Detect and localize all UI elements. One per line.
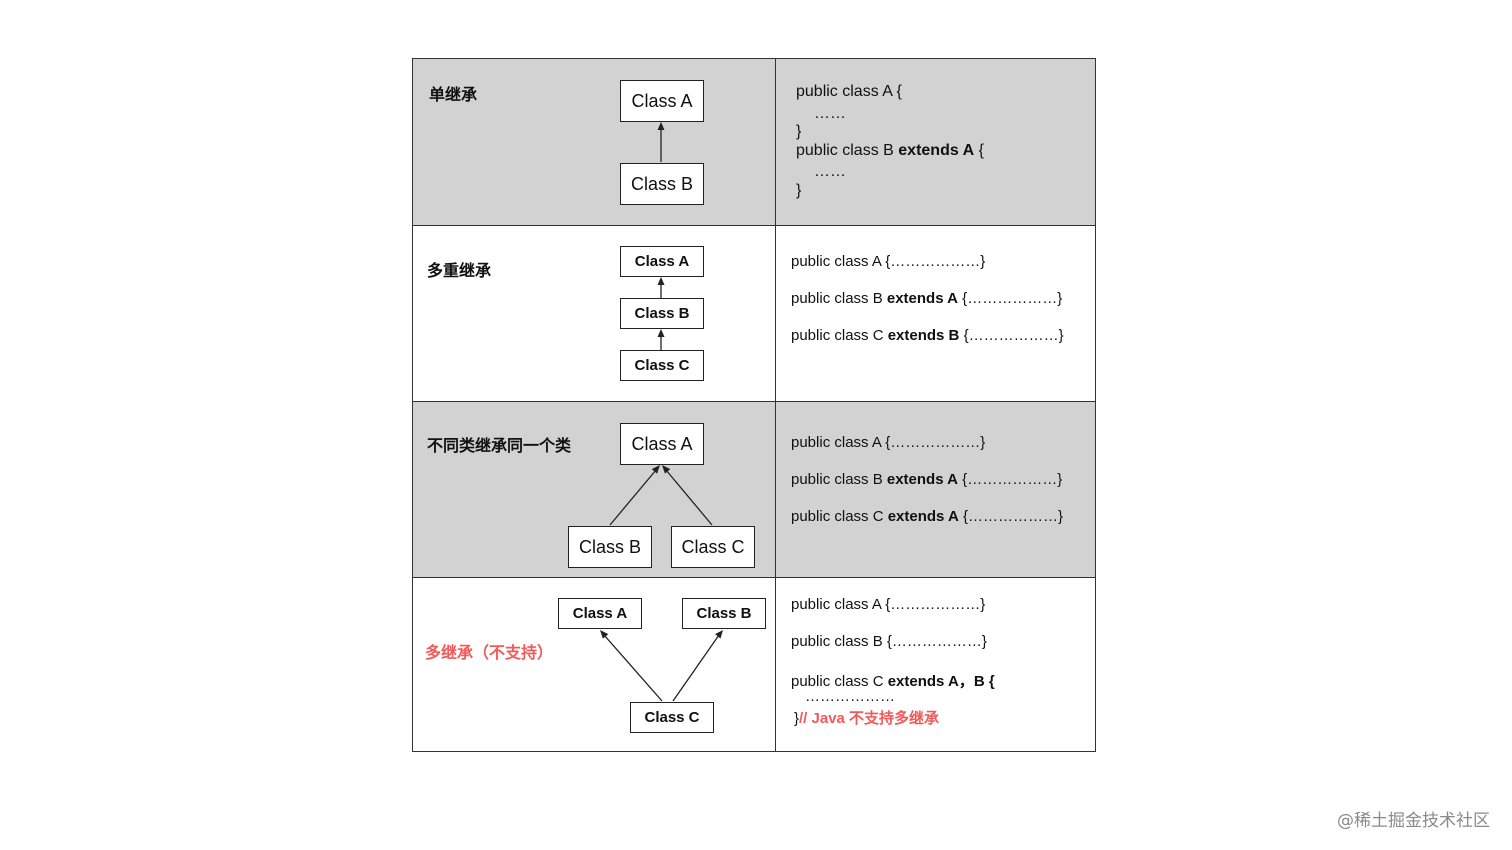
arrow-c-to-b [672,634,720,702]
code-line: public class B extends A { [796,142,984,159]
class-c-box: Class C [671,526,755,568]
class-c-box: Class C [630,702,714,733]
column-divider [775,59,776,225]
class-c-box: Class C [620,350,704,381]
arrow-c-to-a [665,469,713,526]
class-a-box: Class A [620,246,704,277]
code-line: public class A {………………} [791,596,986,613]
code-line: ……………… [805,688,895,705]
row-title: 多继承（不支持） [425,645,554,662]
code-line: }// Java 不支持多继承 [794,710,940,727]
class-b-box: Class B [682,598,766,629]
code-line: public class C extends B {………………} [791,327,1064,344]
code-line: } [796,123,802,140]
code-line: …… [814,105,846,122]
java-unsupported-comment: // Java 不支持多继承 [799,710,940,727]
arrow-head [662,465,671,474]
watermark: @稀土掘金技术社区 [1337,811,1490,831]
code-line: public class B extends A {………………} [791,290,1063,307]
inheritance-table: 单继承 Class A Class B public class A { …… … [412,58,1096,752]
column-divider [775,578,776,751]
arrow-head [657,277,665,285]
row-single-inheritance: 单继承 Class A Class B public class A { …… … [413,59,1095,225]
row-hierarchical-inheritance: 不同类继承同一个类 Class A Class B Class C public… [413,401,1095,577]
row-title: 不同类继承同一个类 [427,438,572,455]
class-b-box: Class B [620,298,704,329]
class-a-box: Class A [558,598,642,629]
class-a-box: Class A [620,80,704,122]
class-b-box: Class B [568,526,652,568]
class-a-box: Class A [620,423,704,465]
arrow-head [715,630,723,639]
column-divider [775,402,776,577]
code-line: …… [814,163,846,180]
class-b-box: Class B [620,163,704,205]
arrows [600,630,723,702]
arrow-c-to-a [603,634,663,702]
code-line: public class A {………………} [791,253,986,270]
row-multiple-inheritance: 多继承（不支持） Class A Class B Class C public … [413,577,1095,751]
column-divider [775,226,776,401]
code-line: public class A {………………} [791,434,986,451]
arrows [609,465,713,526]
code-line: public class A { [796,83,902,100]
row-title: 单继承 [429,87,478,104]
code-line: public class B {………………} [791,633,987,650]
code-line: public class C extends A，B { [791,673,995,690]
row-multilevel-inheritance: 多重继承 Class A Class B Class C public clas… [413,225,1095,401]
arrow-head [600,630,609,639]
row-title: 多重继承 [427,263,492,280]
code-line: } [796,182,802,199]
code-line: public class C extends A {………………} [791,508,1064,525]
arrows [657,277,665,350]
arrows [657,122,665,162]
arrow-head [657,329,665,337]
arrow-head [657,122,665,130]
arrow-head [651,465,660,474]
arrow-b-to-a [609,469,657,526]
code-line: public class B extends A {………………} [791,471,1063,488]
